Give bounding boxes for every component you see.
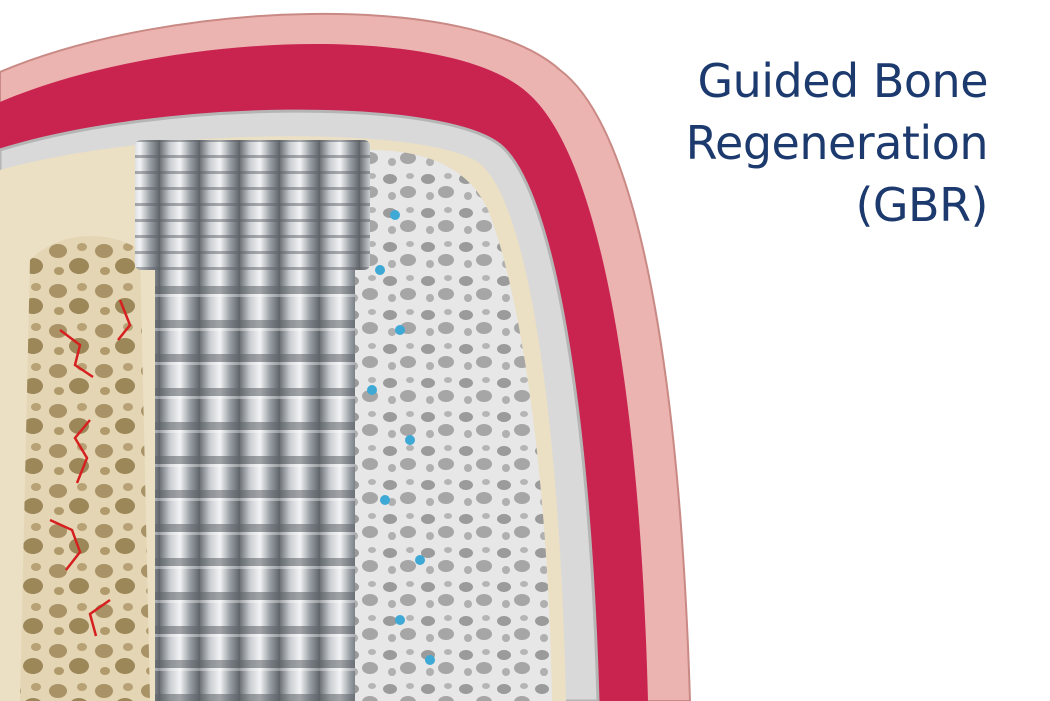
page-title: Guided Bone Regeneration (GBR)	[568, 50, 989, 236]
title-line-2: Regeneration	[685, 116, 989, 170]
spongy-bone-left	[20, 236, 150, 701]
title-line-1: Guided Bone	[697, 54, 988, 108]
blood-vessels	[49, 299, 132, 637]
title-line-3: (GBR)	[855, 178, 988, 232]
dental-implant-icon	[135, 140, 370, 701]
bone-graft-icon	[330, 150, 552, 701]
osteoblast-cells	[367, 210, 435, 665]
